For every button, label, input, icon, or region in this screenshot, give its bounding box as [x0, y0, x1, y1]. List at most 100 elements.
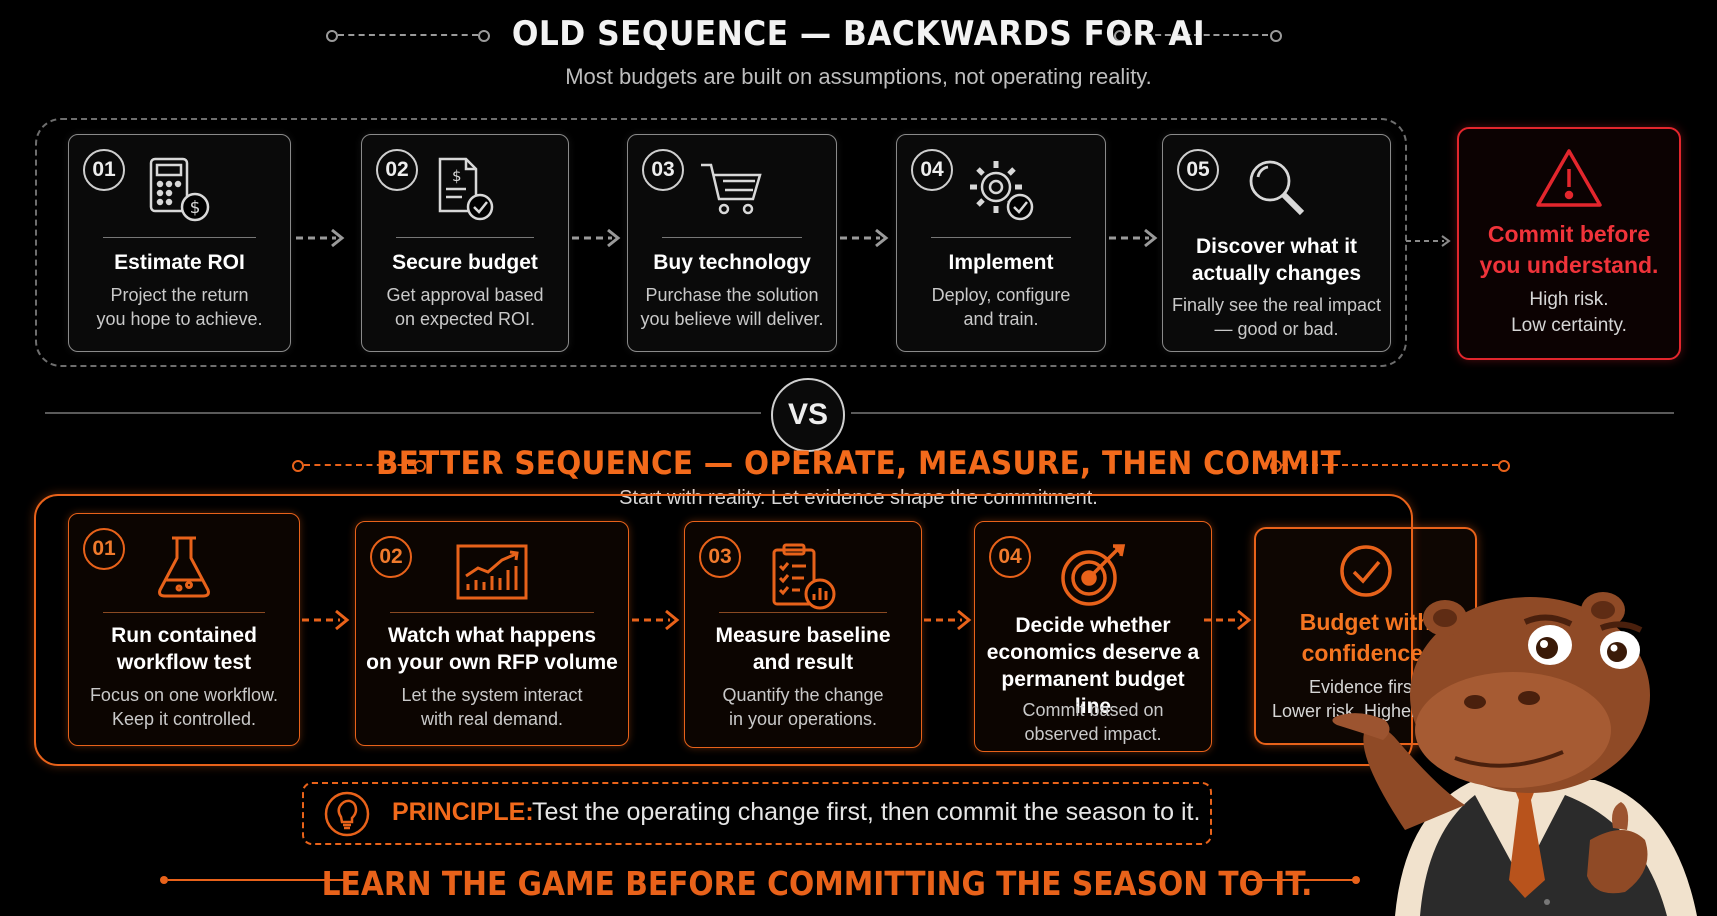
tagline-deco-dot — [160, 876, 168, 884]
target-arrow-icon — [1057, 542, 1129, 613]
divider — [396, 237, 534, 238]
divider — [719, 612, 887, 613]
tagline-deco-line — [1248, 879, 1356, 881]
vs-divider-line — [851, 412, 1674, 414]
chart-up-icon — [454, 542, 530, 607]
magnifier-icon — [1242, 155, 1312, 230]
title-deco-dot — [1114, 30, 1126, 42]
old-sequence-title: OLD SEQUENCE — BACKWARDS FOR AI — [511, 14, 1206, 54]
title-deco-dot — [326, 30, 338, 42]
divider — [103, 237, 256, 238]
step-title-line: on your own RFP volume — [366, 651, 618, 674]
step-title-line: Measure baseline — [715, 624, 891, 647]
step-title-line: actually changes — [1191, 262, 1362, 285]
title-deco-dot — [1270, 30, 1282, 42]
step-desc-line: with real demand. — [420, 709, 564, 729]
principle-text: Test the operating change first, then co… — [532, 798, 1201, 826]
title-deco-dot — [1498, 460, 1510, 472]
step-desc-line: Purchase the solution — [645, 285, 819, 305]
svg-text:$: $ — [189, 198, 200, 218]
old-sequence-frame — [35, 118, 1407, 367]
arrow-right-icon — [1109, 228, 1158, 248]
result-desc-line: Evidence first. — [1308, 677, 1423, 697]
title-deco-dot — [478, 30, 490, 42]
old-step-5-card: 05 Discover what it actually changes Fin… — [1162, 134, 1391, 352]
result-desc-line: Low certainty. — [1511, 315, 1627, 336]
principle-label: PRINCIPLE: — [392, 798, 534, 826]
title-deco-dot — [414, 460, 426, 472]
step-desc-line: on expected ROI. — [394, 309, 536, 329]
step-desc-line: Keep it controlled. — [111, 709, 257, 729]
step-desc-line: Quantify the change — [722, 685, 884, 705]
step-desc-line: Let the system interact — [401, 685, 583, 705]
check-circle-icon — [1338, 543, 1394, 604]
principle-box: PRINCIPLE: Test the operating change fir… — [302, 782, 1212, 845]
result-title-line: confidence. — [1301, 640, 1430, 666]
divider — [931, 237, 1071, 238]
result-title-line: you understand. — [1479, 252, 1659, 278]
step-desc-line: observed impact. — [1024, 724, 1162, 744]
step-desc-line: in your operations. — [728, 709, 878, 729]
result-title-line: Budget with — [1299, 609, 1432, 635]
tagline-deco-line — [168, 879, 348, 881]
step-title-line: Run contained — [111, 624, 257, 647]
old-step-2-card: 02 $ Secure budget Get approval based on… — [361, 134, 569, 352]
step-desc-line: — good or bad. — [1214, 319, 1339, 339]
lightbulb-icon — [324, 791, 370, 842]
step-number: 05 — [1177, 149, 1219, 191]
new-step-1-card: 01 Run contained workflow test Focus on … — [68, 513, 300, 746]
arrow-right-icon — [632, 609, 680, 631]
shopping-cart-icon — [697, 155, 767, 230]
calculator-dollar-icon: $ — [145, 155, 215, 230]
new-step-4-card: 04 Decide whether economics deserve a pe… — [974, 521, 1212, 752]
step-number: 04 — [911, 149, 953, 191]
arrow-right-icon — [1204, 609, 1252, 631]
arrow-right-icon — [296, 228, 345, 248]
step-title-line: Discover what it — [1195, 235, 1358, 258]
step-desc-line: Get approval based — [386, 285, 544, 305]
title-deco-line — [1126, 34, 1268, 36]
clipboard-chart-icon — [768, 542, 838, 617]
new-sequence-frame — [34, 494, 1413, 766]
title-deco-line — [338, 34, 478, 36]
step-title-line: economics deserve a — [986, 641, 1200, 664]
flask-icon — [152, 534, 216, 605]
step-number: 01 — [83, 149, 125, 191]
step-title: Estimate ROI — [114, 251, 245, 274]
result-title-line: Commit before — [1487, 221, 1651, 247]
step-desc-line: and train. — [963, 309, 1039, 329]
warning-triangle-icon — [1534, 147, 1604, 214]
new-step-3-card: 03 Measure baseline and result Quantify … — [684, 521, 922, 748]
tagline-deco-dot — [1352, 876, 1360, 884]
arrow-right-icon — [840, 228, 889, 248]
title-deco-line — [1282, 464, 1498, 466]
title-deco-dot — [1270, 460, 1282, 472]
step-number: 02 — [370, 536, 412, 578]
old-step-4-card: 04 Implement Deploy, configure and train… — [896, 134, 1106, 352]
step-title: Secure budget — [392, 251, 538, 274]
step-title-line: workflow test — [116, 651, 252, 674]
old-step-1-card: 01 $ Estimate ROI Project the return you… — [68, 134, 291, 352]
step-number: 04 — [989, 536, 1031, 578]
step-desc-line: you hope to achieve. — [96, 309, 263, 329]
step-desc-line: Finally see the real impact — [1171, 295, 1382, 315]
divider — [103, 612, 265, 613]
arrow-right-icon — [924, 609, 972, 631]
step-title-line: permanent budget line — [1001, 668, 1185, 718]
vs-badge: VS — [771, 378, 845, 452]
svg-text:$: $ — [452, 167, 462, 185]
arrow-right-icon — [572, 228, 621, 248]
step-title: Buy technology — [653, 251, 811, 274]
hippo-mascot — [1332, 592, 1697, 916]
vs-divider-line — [45, 412, 761, 414]
step-desc-line: Project the return — [110, 285, 249, 305]
arrow-right-icon — [1406, 235, 1451, 247]
new-sequence-title: BETTER SEQUENCE — OPERATE, MEASURE, THEN… — [375, 444, 1342, 482]
step-desc-line: you believe will deliver. — [640, 309, 824, 329]
new-step-2-card: 02 Watch what happens on your own RFP vo… — [355, 521, 629, 746]
new-sequence-subtitle: Start with reality. Let evidence shape t… — [619, 487, 1098, 509]
step-number: 03 — [699, 536, 741, 578]
title-deco-line — [304, 464, 414, 466]
title-deco-dot — [292, 460, 304, 472]
step-number: 02 — [376, 149, 418, 191]
